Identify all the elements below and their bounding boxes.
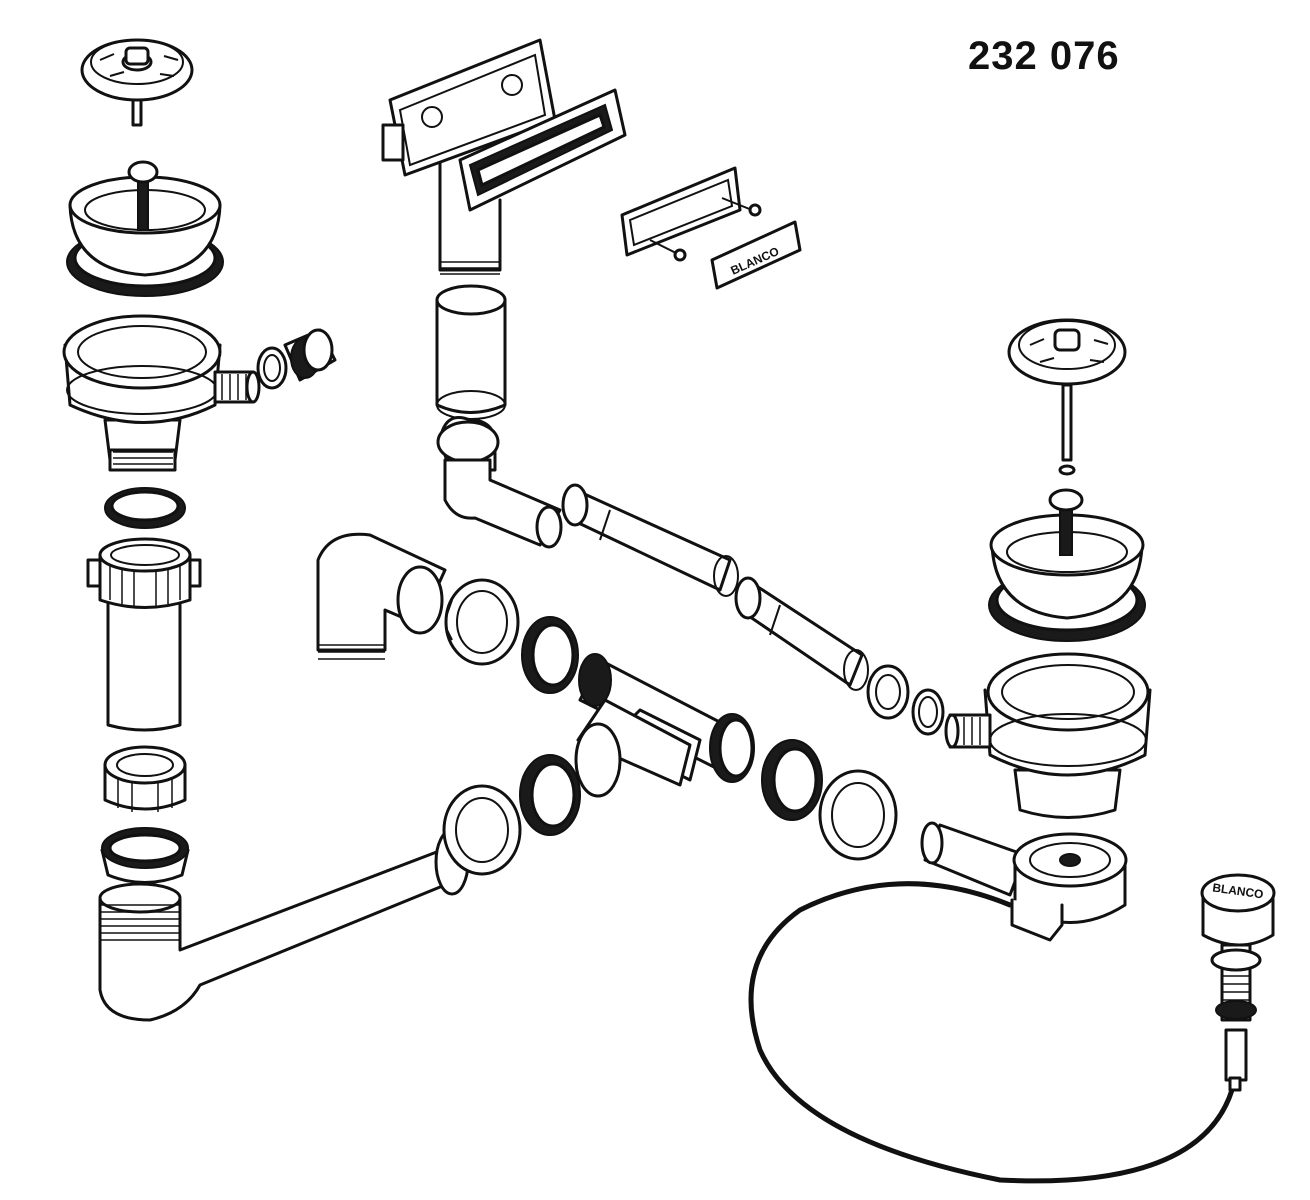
overflow-cover-plate bbox=[620, 166, 762, 262]
gasket-center-1 bbox=[521, 616, 579, 694]
overflow-frame bbox=[458, 88, 627, 212]
conical-seal-left bbox=[100, 827, 190, 884]
remote-valve-housing bbox=[920, 821, 1128, 942]
part-number: 232 076 bbox=[968, 34, 1120, 78]
union-nut-center-1 bbox=[444, 578, 520, 666]
overflow-cover-badge: BLANCO bbox=[710, 220, 802, 290]
union-nut-center-3 bbox=[818, 769, 898, 861]
overflow-connector-nut bbox=[866, 664, 910, 720]
sink-outlet-right bbox=[944, 652, 1152, 819]
overflow-connector-ring bbox=[911, 688, 945, 736]
side-connector-ring bbox=[256, 346, 288, 390]
union-nut-left bbox=[103, 745, 187, 812]
tee-junction bbox=[574, 653, 755, 798]
branch-elbow-center bbox=[316, 532, 447, 660]
overflow-hose-segment-2 bbox=[734, 576, 869, 691]
union-nut-center-2 bbox=[442, 784, 522, 876]
side-connector-nut bbox=[283, 328, 337, 382]
plug-with-gasket-left bbox=[66, 160, 224, 297]
tailpiece-tube-left bbox=[86, 537, 202, 732]
gasket-center-3 bbox=[761, 739, 823, 821]
gasket-center-2 bbox=[519, 754, 581, 836]
overflow-vertical-pipe bbox=[435, 284, 507, 472]
overflow-outlet bbox=[381, 38, 557, 275]
bowden-cable bbox=[748, 881, 1235, 1184]
plug-with-gasket-right bbox=[988, 488, 1146, 642]
operating-knob: BLANCO bbox=[1200, 873, 1276, 1092]
sealing-ring-left-1 bbox=[104, 487, 186, 529]
overflow-hose-segment-1 bbox=[561, 483, 739, 597]
strainer-basket-left bbox=[80, 38, 194, 127]
sink-outlet-left bbox=[62, 314, 261, 472]
overflow-hose-elbow bbox=[443, 458, 563, 549]
strainer-basket-right bbox=[1007, 318, 1127, 476]
